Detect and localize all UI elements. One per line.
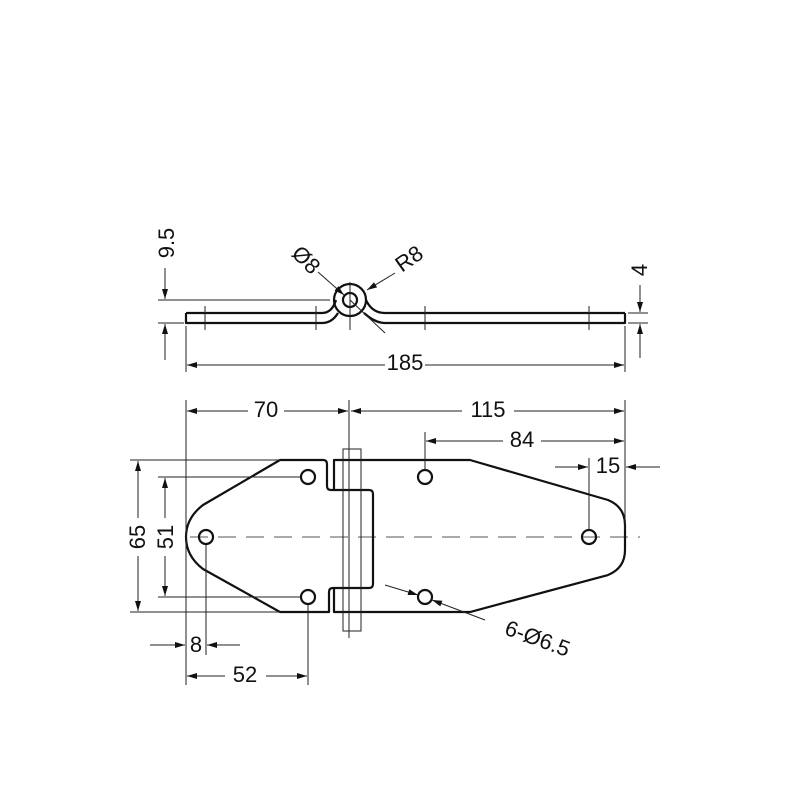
extension-lines (130, 400, 626, 685)
dim-4 (628, 285, 648, 358)
right-leaf-outline (332, 458, 627, 614)
hole-callout-label: 6-Ø6.5 (502, 615, 574, 661)
dim-9-5-label: 9.5 (154, 228, 179, 259)
plan-view: 70 115 84 15 65 51 (125, 397, 660, 687)
hole (299, 588, 317, 606)
knuckle-radius-leader (366, 272, 396, 291)
hole (197, 528, 215, 546)
dim-185 (185, 326, 626, 372)
hole (299, 468, 317, 486)
right-plate-side (363, 299, 627, 325)
dim-70-label: 70 (254, 397, 278, 422)
hole-callout-leader (384, 584, 486, 621)
top-view: 185 9.5 4 Ø8 R8 (154, 228, 652, 375)
hinge-pin (342, 448, 362, 632)
left-leaf-outline (184, 458, 375, 614)
hole (416, 468, 434, 486)
dim-84-label: 84 (510, 427, 534, 452)
pin-diameter-leader (317, 271, 345, 296)
dim-15-label: 15 (596, 453, 620, 478)
hole (416, 588, 434, 606)
dim-51-label: 51 (153, 525, 178, 549)
dim-185-label: 185 (387, 350, 424, 375)
dim-52-label: 52 (233, 662, 257, 687)
pin-diameter-leader-ext (349, 299, 386, 334)
dim-65-label: 65 (125, 525, 150, 549)
dim-115-label: 115 (470, 397, 505, 422)
dim-8-label: 8 (190, 632, 202, 657)
dim-4-label: 4 (627, 264, 652, 276)
hole-centerlines (204, 282, 590, 330)
knuckle-radius-label: R8 (390, 240, 427, 277)
dim-9-5 (158, 268, 330, 360)
left-plate-side (184, 299, 339, 325)
